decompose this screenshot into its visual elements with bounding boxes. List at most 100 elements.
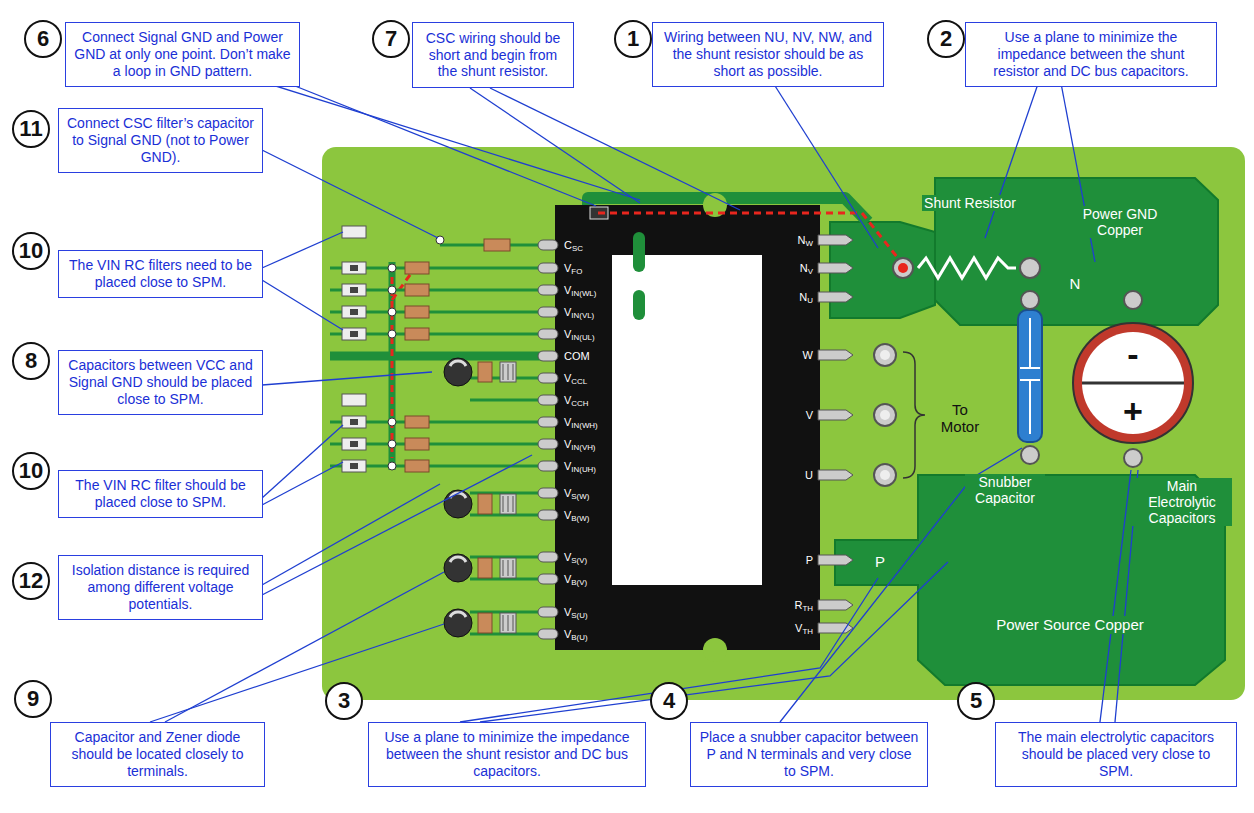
pin-label: RTH (793, 599, 816, 612)
via (388, 440, 396, 448)
filter-capacitor (405, 460, 429, 472)
callout-number-text: 1 (627, 26, 639, 52)
snubber-capacitor-body (1018, 310, 1042, 442)
pin-label: U (803, 469, 815, 482)
callout-number: 7 (372, 20, 410, 58)
output-pad (874, 344, 896, 366)
csc-filter-capacitor (484, 239, 510, 251)
spm-module (555, 205, 820, 650)
callout-number-text: 10 (19, 238, 43, 264)
resistor-symbol (342, 328, 366, 340)
module-pin (538, 552, 558, 562)
callout-number-text: 11 (19, 116, 42, 142)
electrolytic-capacitor (444, 490, 472, 518)
module-pin (538, 395, 558, 405)
filter-capacitor (405, 438, 429, 450)
filter-capacitor (405, 306, 429, 318)
ceramic-capacitor (478, 558, 492, 578)
zener-diode (508, 560, 509, 576)
output-pad (880, 410, 890, 420)
callout-number-text: 9 (27, 686, 39, 712)
module-pin (538, 329, 558, 339)
module-pin (818, 410, 853, 420)
zener-diode (503, 496, 504, 512)
pin-label: NW (796, 234, 815, 247)
pin-label: VS(W) (562, 487, 591, 500)
zener-diode (503, 560, 504, 576)
zener-diode (500, 558, 516, 578)
leader-line (460, 578, 878, 722)
part-label: Snubber Capacitor (965, 474, 1045, 506)
filter-capacitor (405, 328, 429, 340)
callout-text: CSC wiring should be short and begin fro… (421, 30, 565, 80)
callout-text: Capacitor and Zener diode should be loca… (59, 729, 256, 779)
module-pin (538, 629, 558, 639)
callout-text: The VIN RC filter should be placed close… (67, 477, 254, 511)
callout-number: 10 (12, 452, 50, 490)
resistor-symbol (342, 460, 366, 472)
zener-diode (500, 362, 516, 382)
via (388, 330, 396, 338)
leader-line (270, 76, 596, 206)
zener-diode (513, 615, 514, 631)
callout-box: Isolation distance is required among dif… (58, 555, 263, 620)
callout-number-text: 2 (940, 26, 952, 52)
pin-label: VIN(UL) (562, 328, 597, 341)
pin-label: VIN(VL) (562, 306, 596, 319)
zener-diode (513, 560, 514, 576)
via (388, 286, 396, 294)
part-label: Shunt Resistor (922, 195, 1018, 211)
module-pin (538, 461, 558, 471)
resistor-symbol (342, 438, 366, 450)
callout-box: The main electrolytic capacitors should … (995, 722, 1237, 787)
resistor-symbol (350, 331, 358, 337)
electrolytic-capacitor (444, 554, 472, 582)
pin-label: COM (562, 350, 592, 363)
pin-label: VCCH (562, 394, 590, 407)
capacitor-pad (1021, 446, 1039, 464)
leader-line (470, 88, 640, 203)
output-pad (874, 404, 896, 426)
via (388, 264, 396, 272)
resistor-symbol (342, 394, 366, 406)
callout-box: Place a snubber capacitor between P and … (690, 722, 928, 787)
module-notch (703, 638, 727, 662)
pcb-board (322, 147, 1245, 700)
pin-label: VIN(UH) (562, 460, 598, 473)
callout-number-text: 7 (385, 26, 397, 52)
electrolytic-capacitor (444, 358, 472, 386)
zener-diode (508, 496, 509, 512)
module-pin (818, 555, 853, 565)
pin-label: NU (797, 291, 815, 304)
polarity-mark: - (1125, 335, 1140, 374)
module-window (612, 255, 762, 585)
callout-number: 10 (12, 232, 50, 270)
resistor-symbol (350, 265, 358, 271)
pin-label: NV (798, 262, 815, 275)
via (388, 308, 396, 316)
vcc-trace (470, 399, 540, 402)
callout-box: Use a plane to minimize the impedance be… (965, 22, 1217, 87)
callout-number: 4 (650, 682, 688, 720)
callout-text: Connect Signal GND and Power GND at only… (74, 29, 291, 79)
leader-line (770, 78, 878, 248)
shunt-pad (893, 258, 913, 278)
callout-box: Capacitor and Zener diode should be loca… (50, 722, 265, 787)
callout-text: Wiring between NU, NV, NW, and the shunt… (661, 29, 875, 79)
resistor-symbol (350, 419, 358, 425)
module-pin (538, 373, 558, 383)
resistor-symbol (350, 463, 358, 469)
resistor-symbol (342, 416, 366, 428)
pin-label: V (804, 409, 815, 422)
callout-number-text: 5 (970, 688, 982, 714)
leader-line (262, 455, 532, 595)
zener-diode (500, 613, 516, 633)
resistor-symbol (350, 287, 358, 293)
filter-capacitor (405, 262, 429, 274)
via (388, 418, 396, 426)
electrolytic-capacitor (450, 361, 466, 366)
callout-number-text: 6 (37, 26, 49, 52)
output-pad (880, 470, 890, 480)
zener-diode (513, 364, 514, 380)
